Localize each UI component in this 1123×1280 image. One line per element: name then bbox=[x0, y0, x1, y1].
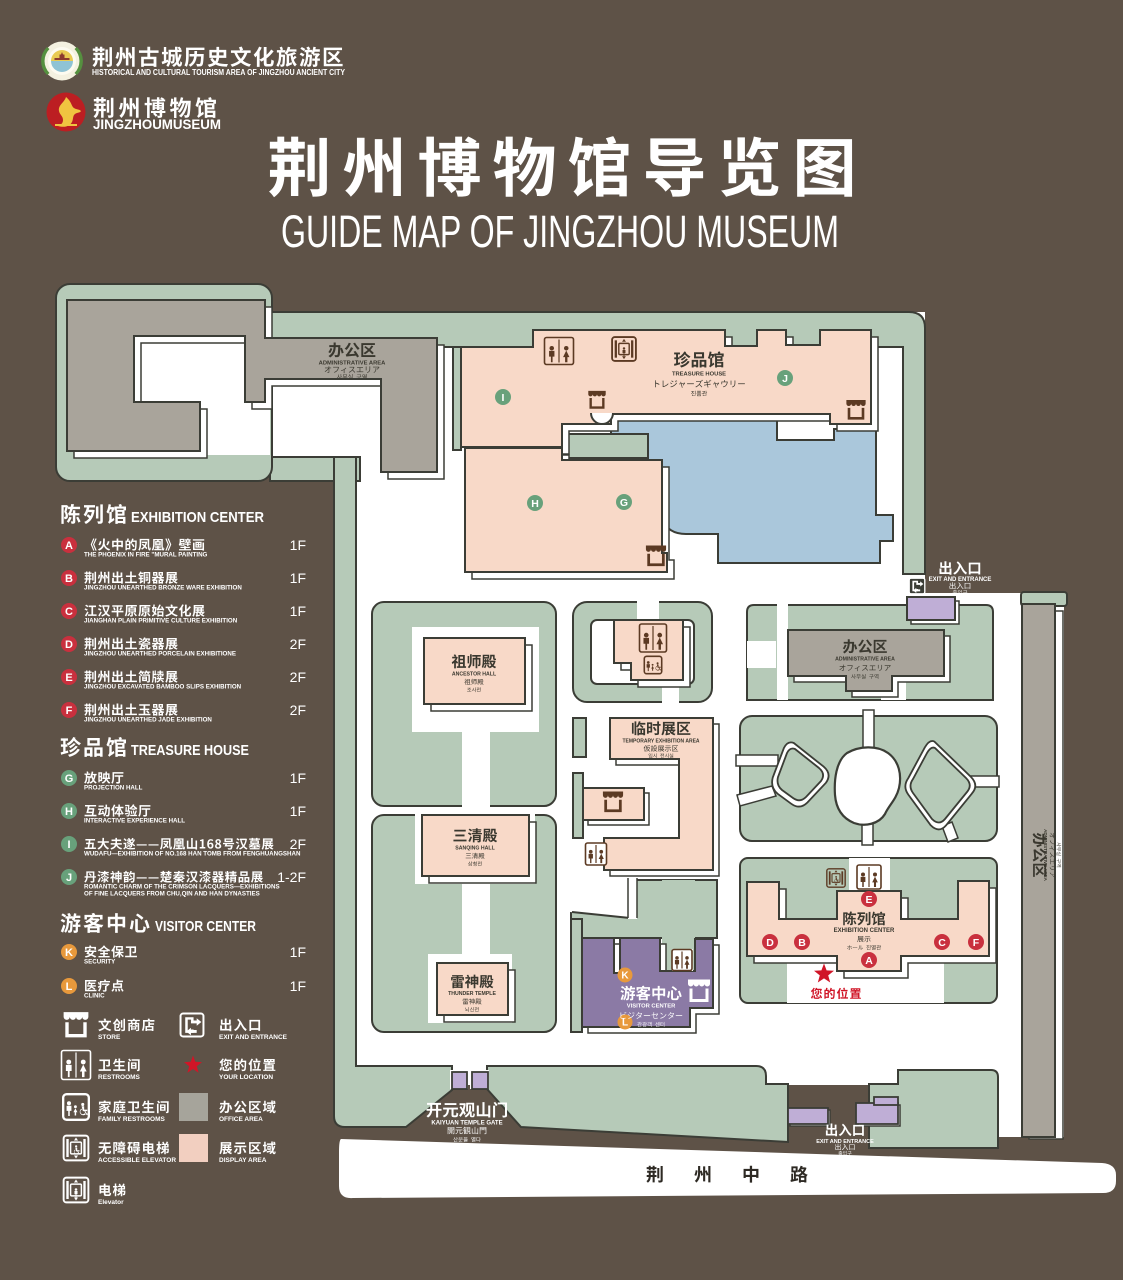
svg-text:2F: 2F bbox=[290, 702, 306, 718]
svg-text:ACCESSIBLE ELEVATOR: ACCESSIBLE ELEVATOR bbox=[98, 1157, 176, 1164]
svg-text:2F: 2F bbox=[290, 669, 306, 685]
svg-text:F: F bbox=[973, 937, 980, 949]
svg-text:ADMINISTRATIVE AREA: ADMINISTRATIVE AREA bbox=[1043, 829, 1048, 882]
svg-text:L: L bbox=[66, 981, 73, 993]
svg-text:EXHIBITION CENTER: EXHIBITION CENTER bbox=[131, 509, 264, 526]
svg-text:VISITOR CENTER: VISITOR CENTER bbox=[155, 918, 256, 935]
svg-text:JIANGHAN PLAIN PRIMITIVE CULTU: JIANGHAN PLAIN PRIMITIVE CULTURE EXHIBIT… bbox=[84, 618, 238, 625]
svg-text:JINGZHOU UNEARTHED PORCELAIN E: JINGZHOU UNEARTHED PORCELAIN EXHIBITIONE bbox=[84, 651, 236, 658]
svg-text:YOUR LOCATION: YOUR LOCATION bbox=[219, 1074, 273, 1081]
svg-text:A: A bbox=[65, 540, 73, 552]
svg-text:I: I bbox=[67, 839, 70, 851]
svg-text:ADMINISTRATIVE AREA: ADMINISTRATIVE AREA bbox=[319, 361, 386, 367]
svg-text:D: D bbox=[65, 639, 73, 651]
svg-text:PROJECTION HALL: PROJECTION HALL bbox=[84, 785, 143, 792]
svg-text:DISPLAY AREA: DISPLAY AREA bbox=[219, 1157, 267, 1164]
svg-text:ROMANTIC CHARM OF THE CRIMSON: ROMANTIC CHARM OF THE CRIMSON LACQUERS—E… bbox=[84, 884, 280, 891]
svg-text:ADMINISTRATIVE AREA: ADMINISTRATIVE AREA bbox=[835, 656, 895, 662]
svg-text:C: C bbox=[938, 937, 946, 949]
svg-text:1F: 1F bbox=[290, 570, 306, 586]
svg-text:1F: 1F bbox=[290, 770, 306, 786]
svg-text:B: B bbox=[65, 573, 73, 585]
svg-text:L: L bbox=[622, 1018, 628, 1029]
svg-text:THUNDER TEMPLE: THUNDER TEMPLE bbox=[448, 991, 496, 997]
svg-text:D: D bbox=[766, 937, 774, 949]
svg-text:THE PHOENIX IN FIRE "MURAL PAI: THE PHOENIX IN FIRE "MURAL PAINTING bbox=[84, 552, 208, 559]
svg-text:OF FINE LACQUERS FROM CHU,QIN: OF FINE LACQUERS FROM CHU,QIN AND HAN DY… bbox=[84, 891, 260, 898]
svg-text:KAIYUAN TEMPLE GATE: KAIYUAN TEMPLE GATE bbox=[431, 1121, 502, 1127]
svg-text:WUDAFU—EXHIBITION OF NO.168 HA: WUDAFU—EXHIBITION OF NO.168 HAN TOMB FRO… bbox=[84, 851, 301, 858]
svg-text:G: G bbox=[65, 773, 74, 785]
svg-text:C: C bbox=[65, 606, 73, 618]
svg-text:1F: 1F bbox=[290, 537, 306, 553]
svg-text:1F: 1F bbox=[290, 803, 306, 819]
svg-text:HISTORICAL AND CULTURAL TOURIS: HISTORICAL AND CULTURAL TOURISM AREA OF … bbox=[92, 67, 345, 77]
svg-text:GUIDE MAP OF JINGZHOU MUSEUM: GUIDE MAP OF JINGZHOU MUSEUM bbox=[281, 206, 839, 257]
svg-text:B: B bbox=[798, 937, 806, 949]
svg-text:A: A bbox=[865, 955, 873, 967]
svg-text:STORE: STORE bbox=[98, 1034, 121, 1041]
svg-text:H: H bbox=[65, 806, 73, 818]
svg-text:JINGZHOU UNEARTHED JADE EXHIBI: JINGZHOU UNEARTHED JADE EXHIBITION bbox=[84, 717, 212, 724]
svg-text:J: J bbox=[66, 872, 72, 884]
svg-text:EXIT AND ENTRANCE: EXIT AND ENTRANCE bbox=[929, 577, 992, 583]
svg-text:RESTROOMS: RESTROOMS bbox=[98, 1074, 141, 1081]
svg-text:ANCESTOR HALL: ANCESTOR HALL bbox=[452, 671, 497, 677]
svg-text:TREASURE HOUSE: TREASURE HOUSE bbox=[131, 742, 249, 759]
svg-text:1F: 1F bbox=[290, 603, 306, 619]
svg-text:SECURITY: SECURITY bbox=[84, 959, 116, 966]
svg-text:2F: 2F bbox=[290, 836, 306, 852]
svg-text:2F: 2F bbox=[290, 636, 306, 652]
svg-text:SANQING HALL: SANQING HALL bbox=[455, 845, 495, 851]
svg-text:TREASURE HOUSE: TREASURE HOUSE bbox=[672, 372, 726, 378]
svg-text:EXIT AND ENTRANCE: EXIT AND ENTRANCE bbox=[816, 1139, 874, 1145]
svg-text:INTERACTIVE EXPERIENCE HALL: INTERACTIVE EXPERIENCE HALL bbox=[84, 818, 185, 825]
svg-text:FAMILY RESTROOMS: FAMILY RESTROOMS bbox=[98, 1116, 165, 1123]
svg-text:1F: 1F bbox=[290, 944, 306, 960]
svg-text:K: K bbox=[65, 947, 73, 959]
svg-text:E: E bbox=[65, 672, 72, 684]
svg-text:F: F bbox=[66, 705, 73, 717]
svg-text:H: H bbox=[531, 498, 539, 510]
svg-text:JINGZHOUMUSEUM: JINGZHOUMUSEUM bbox=[93, 117, 221, 132]
svg-text:EXIT AND ENTRANCE: EXIT AND ENTRANCE bbox=[219, 1034, 288, 1041]
svg-text:TEMPORARY EXHIBITION AREA: TEMPORARY EXHIBITION AREA bbox=[622, 739, 699, 745]
svg-text:EXHIBITION CENTER: EXHIBITION CENTER bbox=[834, 928, 895, 934]
svg-text:Elevator: Elevator bbox=[98, 1199, 124, 1206]
svg-text:E: E bbox=[865, 894, 872, 906]
svg-text:K: K bbox=[621, 971, 629, 982]
svg-text:JINGZHOU EXCAVATED BAMBOO SLIP: JINGZHOU EXCAVATED BAMBOO SLIPS EXHIBITI… bbox=[84, 684, 242, 691]
svg-text:JINGZHOU UNEARTHED BRONZE WARE: JINGZHOU UNEARTHED BRONZE WARE EXHIBITIO… bbox=[84, 585, 242, 592]
svg-text:J: J bbox=[782, 373, 788, 385]
svg-text:VISITOR CENTER: VISITOR CENTER bbox=[627, 1004, 676, 1010]
svg-text:1F: 1F bbox=[290, 978, 306, 994]
svg-text:I: I bbox=[502, 392, 505, 404]
svg-text:CLINIC: CLINIC bbox=[84, 993, 105, 1000]
svg-text:1-2F: 1-2F bbox=[277, 869, 306, 885]
svg-text:G: G bbox=[620, 497, 628, 509]
svg-text:OFFICE AREA: OFFICE AREA bbox=[219, 1116, 263, 1123]
